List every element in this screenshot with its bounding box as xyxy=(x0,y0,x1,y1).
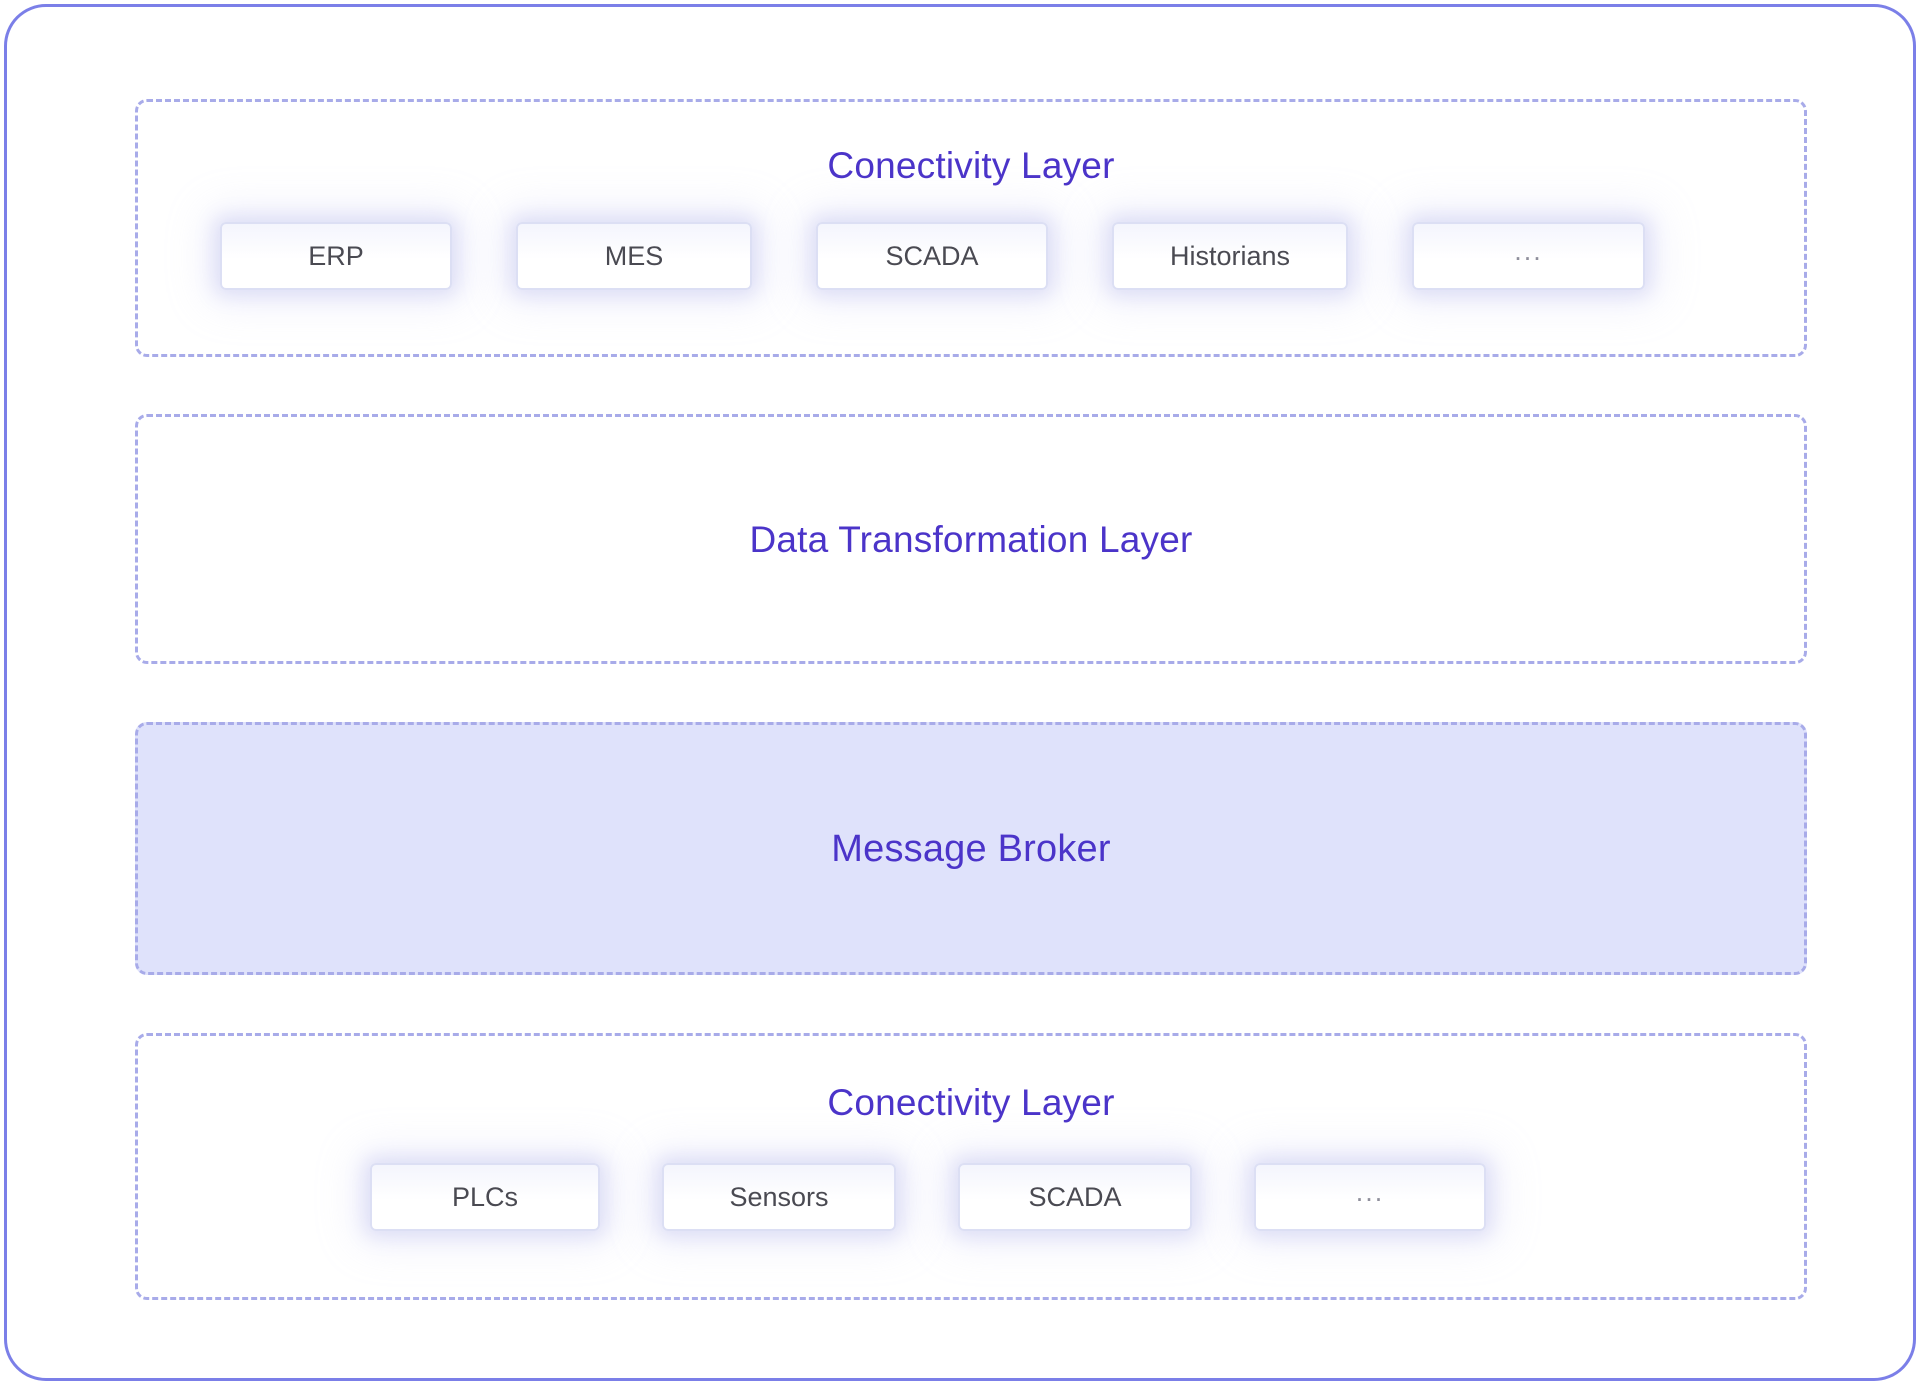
layer-panel-message-broker: Message Broker xyxy=(135,722,1807,975)
node-ellipsis-top[interactable]: ... xyxy=(1412,222,1645,290)
node-sensors[interactable]: Sensors xyxy=(662,1163,896,1231)
node-label-mes: MES xyxy=(604,240,664,271)
node-label-ellipsis-top: ... xyxy=(1514,235,1543,266)
layer-panel-connectivity-top: Conectivity Layer ERP MES SCADA Historia… xyxy=(135,99,1807,357)
layer-title-connectivity-top: Conectivity Layer xyxy=(827,145,1115,186)
node-label-erp: ERP xyxy=(308,240,364,271)
node-label-scada-top: SCADA xyxy=(885,240,979,271)
node-scada-bottom[interactable]: SCADA xyxy=(958,1163,1192,1231)
node-scada-top[interactable]: SCADA xyxy=(816,222,1048,290)
node-label-plcs: PLCs xyxy=(451,1181,519,1212)
node-historians[interactable]: Historians xyxy=(1112,222,1348,290)
node-ellipsis-bottom[interactable]: ... xyxy=(1254,1163,1486,1231)
node-mes[interactable]: MES xyxy=(516,222,752,290)
node-label-historians: Historians xyxy=(1169,240,1291,271)
node-row-connectivity-bottom: PLCs Sensors SCADA ... xyxy=(138,1163,1804,1231)
layer-title-message-broker: Message Broker xyxy=(831,827,1111,870)
layer-panel-connectivity-bottom: Conectivity Layer PLCs Sensors SCADA ... xyxy=(135,1033,1807,1300)
node-erp[interactable]: ERP xyxy=(220,222,452,290)
diagram-outer-frame: Conectivity Layer ERP MES SCADA Historia… xyxy=(4,4,1916,1381)
layer-title-data-transformation: Data Transformation Layer xyxy=(749,518,1193,560)
node-plcs[interactable]: PLCs xyxy=(370,1163,600,1231)
layer-title-connectivity-bottom: Conectivity Layer xyxy=(827,1082,1115,1123)
node-label-ellipsis-bottom: ... xyxy=(1355,1176,1385,1207)
layer-stack: Conectivity Layer ERP MES SCADA Historia… xyxy=(135,99,1807,1304)
node-row-connectivity-top: ERP MES SCADA Historians ... xyxy=(138,222,1804,290)
layer-panel-data-transformation: Data Transformation Layer xyxy=(135,414,1807,664)
node-label-sensors: Sensors xyxy=(729,1181,829,1212)
node-label-scada-bottom: SCADA xyxy=(1028,1181,1122,1212)
